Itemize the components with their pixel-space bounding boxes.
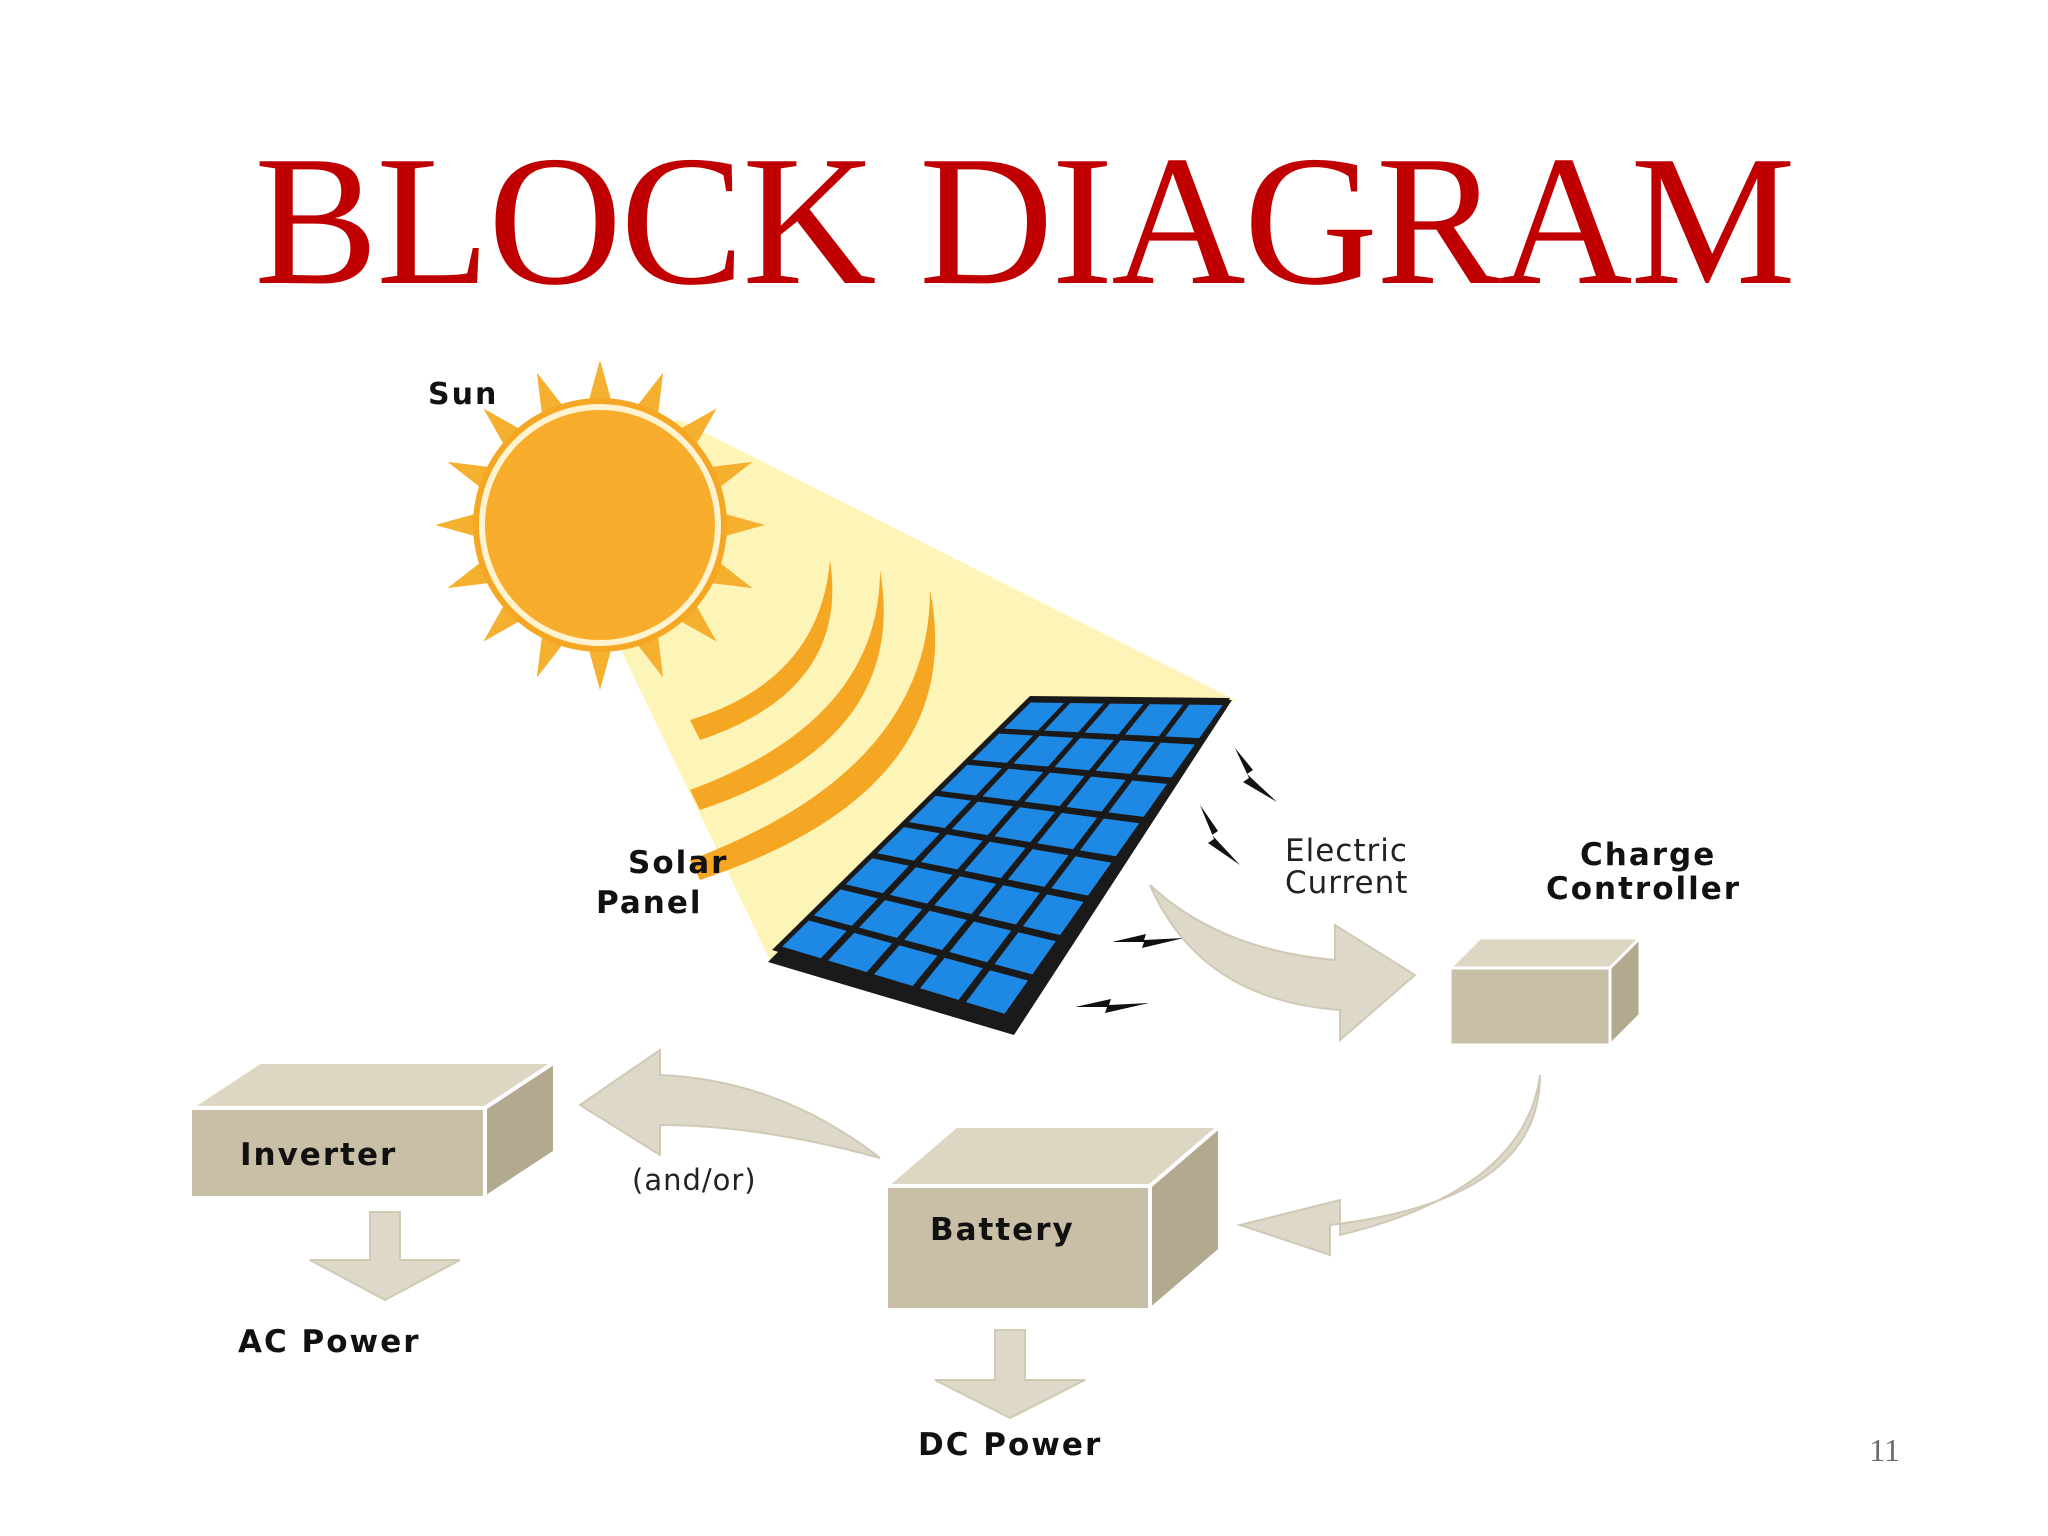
label-dc-power: DC Power (918, 1427, 1102, 1463)
solar-cell (828, 932, 893, 973)
label-solar-panel-line1: Solar (628, 845, 728, 881)
solar-cell (920, 957, 983, 1000)
sun-ray (588, 360, 612, 401)
label-electric-current-line2: Current (1285, 865, 1408, 901)
flow-arrows (309, 884, 1541, 1420)
sun-ray (536, 372, 563, 415)
solar-cell (1022, 894, 1084, 936)
solar-cell (994, 807, 1056, 843)
label-battery: Battery (930, 1212, 1075, 1248)
solar-cell (1037, 812, 1098, 850)
label-electric-current-line1: Electric (1285, 833, 1408, 869)
solar-cell (1165, 704, 1223, 739)
solar-cell (1079, 818, 1140, 857)
electric-spark-icons (1075, 748, 1277, 1013)
solar-cell (1136, 742, 1195, 778)
solar-cell (859, 900, 923, 938)
solar-cell (940, 764, 1002, 796)
arrow-battery-to-inverter (578, 1048, 881, 1159)
solar-cell (1024, 772, 1085, 807)
solar-cell (1007, 849, 1069, 887)
label-solar-panel-line2: Panel (596, 885, 703, 921)
solar-cell (934, 876, 997, 915)
solar-cell (972, 733, 1033, 763)
solar-cell (1108, 780, 1167, 817)
solar-cell (965, 970, 1028, 1014)
heat-waves (690, 560, 936, 880)
solar-cell (889, 867, 953, 904)
solar-cell (1051, 856, 1112, 896)
solar-cell (964, 841, 1026, 879)
solar-panel-icon (768, 696, 1232, 1035)
solar-cell (1066, 776, 1126, 812)
arrow-controller-to-battery (1236, 1074, 1541, 1257)
charge-controller-box (1446, 934, 1644, 1049)
solar-cell (978, 885, 1040, 925)
label-inverter: Inverter (240, 1137, 397, 1173)
sun-ray (447, 461, 490, 488)
label-ac-power: AC Power (238, 1324, 421, 1360)
arrow-inverter-to-ac (309, 1211, 461, 1302)
sun-ray (710, 562, 753, 589)
solar-cell (1125, 704, 1183, 737)
solar-cell (782, 920, 847, 959)
solar-cell (877, 827, 940, 861)
solar-cell (994, 932, 1056, 975)
solar-cell (1084, 703, 1144, 735)
solar-cell (1054, 738, 1114, 771)
slide-title: BLOCK DIAGRAM (254, 118, 1796, 324)
solar-cell (949, 921, 1012, 963)
label-charge-controller-line2: Controller (1546, 871, 1741, 907)
sun-ray (536, 635, 563, 678)
solar-cell (982, 768, 1044, 801)
arrow-panel-to-controller (1149, 884, 1417, 1043)
sun-ray (724, 513, 765, 537)
sun-ray (447, 562, 490, 589)
solar-cell (1004, 702, 1064, 731)
sun-ray (637, 635, 664, 678)
inverter-box (183, 1058, 562, 1202)
solar-cell (1095, 740, 1155, 774)
solar-cell (845, 858, 909, 894)
sun-ray (637, 372, 664, 415)
solar-cell (920, 834, 983, 870)
solar-cell (1044, 703, 1104, 733)
solar-cell (908, 795, 971, 829)
page-number: 11 (1869, 1432, 1900, 1468)
sun-ray (435, 513, 476, 537)
solar-cell (904, 910, 967, 951)
solar-cell (874, 945, 938, 987)
arrow-battery-to-dc (934, 1329, 1086, 1420)
sun-ray (710, 461, 753, 488)
solar-cell (813, 889, 878, 926)
label-sun: Sun (428, 377, 498, 412)
label-charge-controller-line1: Charge (1580, 837, 1716, 873)
sun-ray (588, 649, 612, 690)
solar-cell (951, 801, 1013, 836)
battery-box (880, 1121, 1226, 1315)
sun-icon (435, 360, 765, 690)
solar-cell (1013, 735, 1074, 767)
label-and-or: (and/or) (632, 1163, 757, 1197)
